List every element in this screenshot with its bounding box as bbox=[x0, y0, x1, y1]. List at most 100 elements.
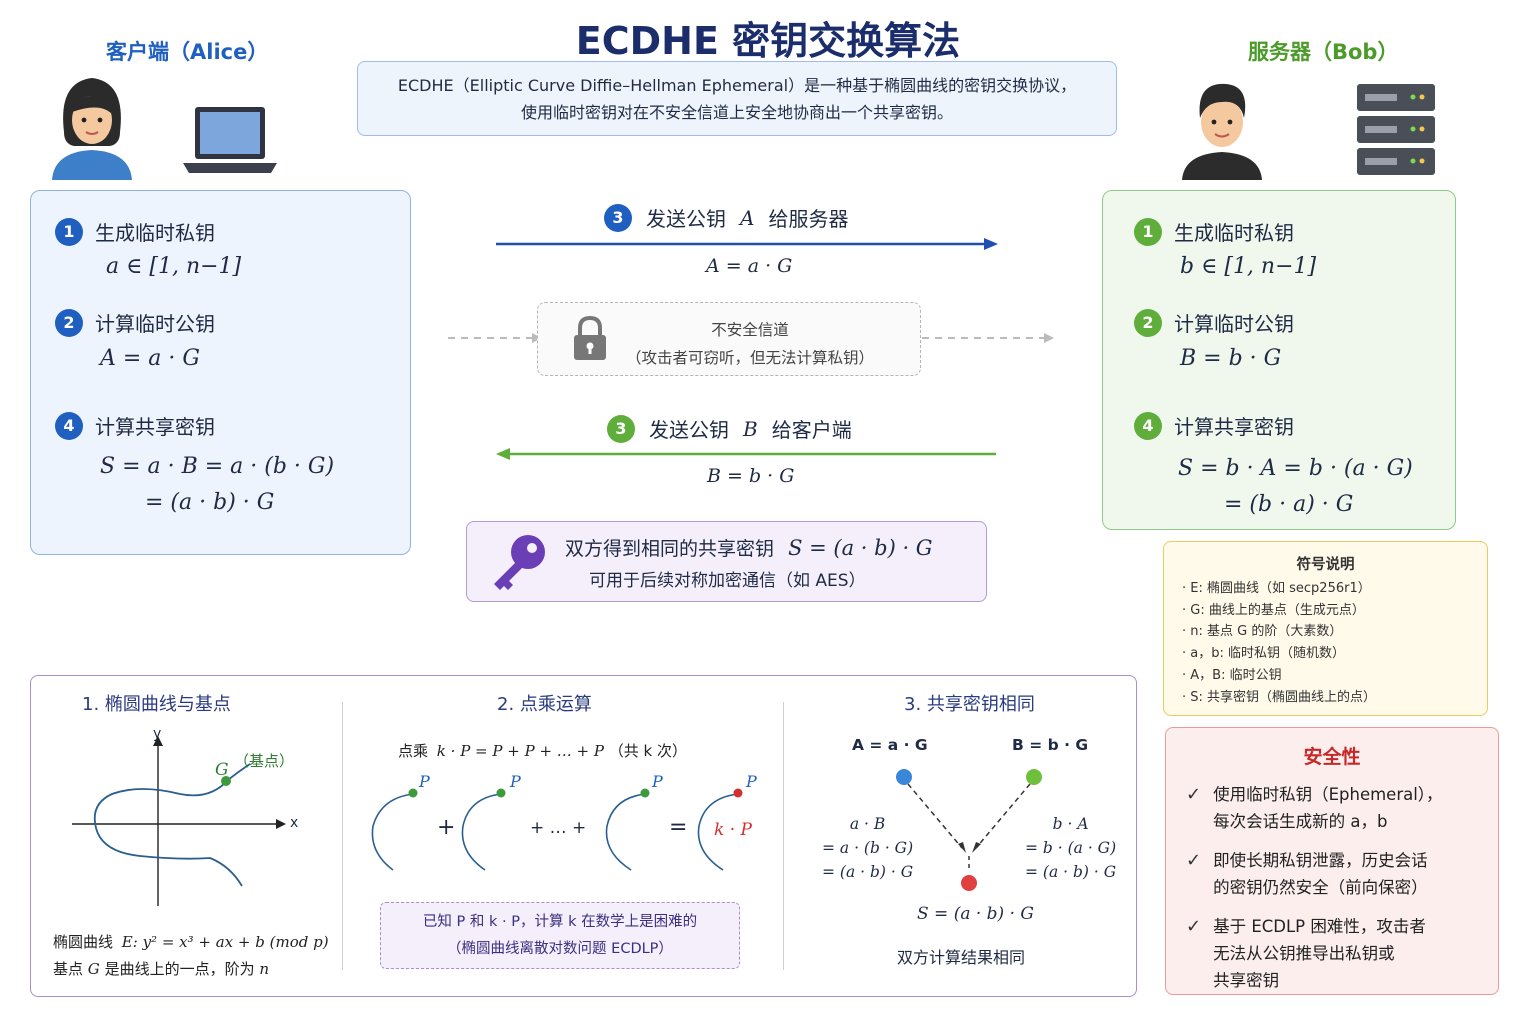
step-label: 计算临时公钥 bbox=[95, 312, 215, 336]
step-label: 计算共享密钥 bbox=[1174, 415, 1294, 439]
security-title: 安全性 bbox=[1303, 746, 1361, 768]
section-2-title: 2. 点乘运算 bbox=[497, 694, 592, 715]
server-icon bbox=[1357, 84, 1435, 175]
security-item: ✓ 即使长期私钥泄露，历史会话的密钥仍然安全（前向保密） bbox=[1166, 847, 1498, 901]
legend-box: 符号说明 · E: 椭圆曲线（如 secp256r1） · G: 曲线上的基点（… bbox=[1163, 541, 1488, 716]
legend-item: · a，b: 临时私钥（随机数） bbox=[1182, 646, 1345, 662]
g-note: （基点） bbox=[234, 752, 295, 770]
step-label: 计算临时公钥 bbox=[1174, 312, 1294, 336]
check-icon: ✓ bbox=[1186, 916, 1202, 937]
security-item: ✓ 使用临时私钥（Ephemeral），每次会话生成新的 a，b bbox=[1166, 781, 1498, 835]
step-label: 计算共享密钥 bbox=[95, 415, 215, 439]
section-1-title: 1. 椭圆曲线与基点 bbox=[82, 694, 231, 715]
bob-avatar bbox=[1182, 83, 1262, 180]
security-box: 安全性 ✓ 使用临时私钥（Ephemeral），每次会话生成新的 a，b ✓ 即… bbox=[1165, 727, 1499, 995]
send-b-post: 给客户端 bbox=[771, 418, 852, 442]
left-derivation: a · B = a · (b · G) = (a · b) · G bbox=[822, 815, 914, 881]
bob-step-1-math: b ∈ [1, n−1] bbox=[1180, 254, 1317, 279]
alice-step-4: 4 计算共享密钥 bbox=[55, 411, 215, 440]
legend-item: · G: 曲线上的基点（生成元点） bbox=[1182, 602, 1365, 618]
legend-item: · n: 基点 G 的阶（大素数） bbox=[1182, 624, 1343, 640]
divider bbox=[342, 702, 343, 970]
step-badge: 3 bbox=[607, 414, 635, 443]
server-label: 服务器（Bob） bbox=[1248, 40, 1399, 64]
laptop-icon bbox=[183, 107, 277, 173]
step-badge: 1 bbox=[1134, 217, 1162, 246]
b-top-label: B = b · G bbox=[1012, 736, 1089, 754]
alice-avatar bbox=[52, 78, 132, 180]
ellipsis-plus: + … + bbox=[530, 818, 587, 838]
alice-step-2: 2 计算临时公钥 bbox=[55, 308, 215, 337]
intro-line-1: ECDHE（Elliptic Curve Diffie–Hellman Ephe… bbox=[397, 76, 1077, 95]
right-derivation: b · A = b · (a · G) = (a · b) · G bbox=[1025, 815, 1117, 881]
x-axis-label: x bbox=[290, 815, 299, 831]
bob-step-4-math-2: = (b · a) · G bbox=[1224, 492, 1354, 517]
step-badge: 4 bbox=[55, 411, 83, 440]
point-mult-diagram bbox=[371, 788, 743, 871]
bob-step-2: 2 计算临时公钥 bbox=[1134, 308, 1294, 337]
p-label: P bbox=[652, 772, 663, 791]
legend-item: · A，B: 临时公钥 bbox=[1182, 667, 1282, 683]
bob-step-4: 4 计算共享密钥 bbox=[1134, 411, 1294, 440]
bob-step-4-math-1: S = b · A = b · (a · G) bbox=[1178, 456, 1413, 481]
bob-panel bbox=[1102, 190, 1456, 530]
step-badge: 1 bbox=[55, 217, 83, 246]
shared-line-1: 双方得到相同的共享密钥 bbox=[565, 538, 775, 560]
channel-line-2: （攻击者可窃听，但无法计算私钥） bbox=[625, 349, 874, 367]
shared-key-box bbox=[466, 521, 987, 602]
step-label: 生成临时私钥 bbox=[1174, 221, 1294, 245]
check-icon: ✓ bbox=[1186, 850, 1202, 871]
send-a-post: 给服务器 bbox=[768, 207, 849, 231]
equals-sign: = bbox=[669, 815, 688, 840]
hint-line-2: （椭圆曲线离散对数问题 ECDLP） bbox=[447, 941, 673, 957]
legend-item: · S: 共享密钥（椭圆曲线上的点） bbox=[1182, 689, 1377, 705]
check-icon: ✓ bbox=[1186, 784, 1202, 805]
point-mult-formula: 点乘 k · P = P + P + … + P （共 k 次） bbox=[398, 742, 687, 760]
p-label: P bbox=[510, 772, 521, 791]
lock-icon bbox=[574, 316, 606, 360]
shared-key-diagram bbox=[896, 769, 1042, 891]
arrow-to-client bbox=[496, 448, 996, 460]
g-label: G bbox=[215, 760, 229, 780]
section-3-caption: 双方计算结果相同 bbox=[897, 948, 1026, 967]
send-b-pre: 发送公钥 bbox=[649, 418, 729, 442]
base-point-desc: 基点 G 是曲线上的一点，阶为 n bbox=[53, 960, 270, 978]
shared-line-1-wrap: 双方得到相同的共享密钥 S = (a · b) · G bbox=[565, 534, 933, 561]
intro-box: ECDHE（Elliptic Curve Diffie–Hellman Ephe… bbox=[357, 61, 1117, 136]
client-label: 客户端（Alice） bbox=[106, 40, 269, 64]
kp-label: k · P bbox=[714, 820, 752, 840]
arrow-to-server bbox=[496, 238, 998, 250]
send-a-formula: A = a · G bbox=[706, 255, 793, 277]
step-label: 生成临时私钥 bbox=[95, 221, 215, 245]
channel-text: 不安全信道 （攻击者可窃听，但无法计算私钥） bbox=[600, 316, 900, 372]
send-b-var: B bbox=[743, 416, 758, 441]
p-label: P bbox=[419, 772, 430, 791]
page-title: ECDHE 密钥交换算法 bbox=[575, 19, 961, 63]
bob-step-2-math: B = b · G bbox=[1180, 346, 1282, 371]
shared-line-2: 可用于后续对称加密通信（如 AES） bbox=[589, 571, 866, 591]
hint-line-1: 已知 P 和 k · P，计算 k 在数学上是困难的 bbox=[422, 914, 698, 930]
channel-line-1: 不安全信道 bbox=[711, 321, 789, 339]
legend-item: · E: 椭圆曲线（如 secp256r1） bbox=[1182, 581, 1371, 596]
send-a-var: A bbox=[740, 205, 755, 230]
a-top-label: A = a · G bbox=[852, 736, 928, 754]
alice-step-4-math-1: S = a · B = a · (b · G) bbox=[100, 454, 335, 479]
plus-sign: + bbox=[437, 815, 456, 840]
key-icon bbox=[494, 535, 545, 590]
step-badge: 2 bbox=[55, 308, 83, 337]
legend-title: 符号说明 bbox=[1296, 557, 1355, 573]
alice-step-1: 1 生成临时私钥 bbox=[55, 217, 215, 246]
intro-line-2: 使用临时密钥对在不安全信道上安全地协商出一个共享密钥。 bbox=[520, 103, 953, 122]
divider bbox=[783, 702, 784, 970]
alice-panel bbox=[30, 190, 411, 555]
bob-step-1: 1 生成临时私钥 bbox=[1134, 217, 1294, 246]
step-badge: 2 bbox=[1134, 308, 1162, 337]
step-badge: 4 bbox=[1134, 411, 1162, 440]
alice-step-4-math-2: = (a · b) · G bbox=[145, 490, 275, 515]
alice-step-2-math: A = a · G bbox=[100, 346, 200, 371]
security-item: ✓ 基于 ECDLP 困难性，攻击者无法从公钥推导出私钥或共享密钥 bbox=[1166, 913, 1498, 994]
step-badge: 3 bbox=[604, 203, 632, 232]
p-label: P bbox=[746, 772, 757, 791]
section-3-title: 3. 共享密钥相同 bbox=[904, 694, 1035, 715]
send-a-label: 3 发送公钥 A 给服务器 bbox=[604, 203, 848, 232]
